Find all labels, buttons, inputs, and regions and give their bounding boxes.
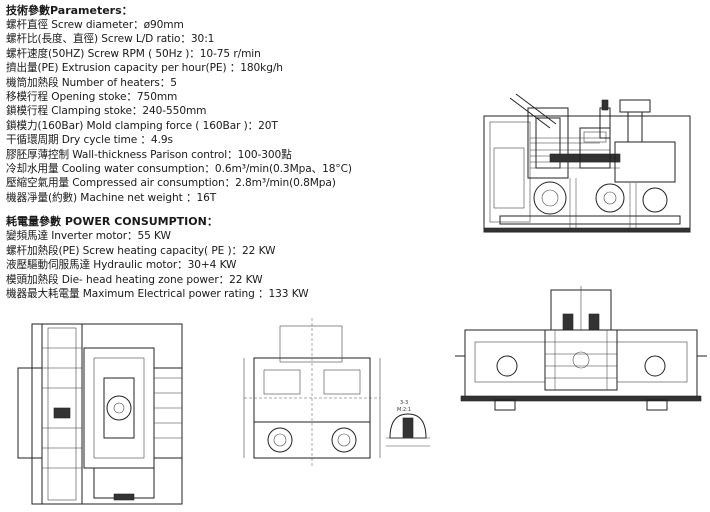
parameters-heading: 技術參數Parameters： xyxy=(6,4,133,17)
detail-note-scale: M:2:1 xyxy=(397,407,411,413)
machine-plan-view-drawing xyxy=(17,323,183,505)
param-extrusion-capacity: 擠出量(PE) Extrusion capacity per hour(PE) … xyxy=(6,62,283,75)
die-head-section-detail: 3-3 M:2:1 xyxy=(386,400,430,447)
power-list: 變頻馬達 Inverter motor：55 KW 螺杆加熱段(PE) Scre… xyxy=(6,229,486,301)
param-dry-cycle-time: 干循環周期 Dry cycle time ：4.9s xyxy=(6,134,173,147)
param-opening-stroke: 移模行程 Opening stoke：750mm xyxy=(6,91,178,104)
mold-detail-drawing: 3-3 M:2:1 xyxy=(243,318,430,468)
param-screw-rpm: 螺杆速度(50HZ) Screw RPM ( 50Hz )：10-75 r/mi… xyxy=(6,47,261,60)
param-compressed-air: 壓縮空氣用量 Compressed air consumption：2.8m³/… xyxy=(6,177,336,190)
power-die-head-heating: 模頭加熱段 Die- head heating zone power：22 KW xyxy=(6,273,263,286)
param-number-of-heaters: 機筒加熱段 Number of heaters：5 xyxy=(6,76,177,89)
power-inverter-motor: 變頻馬達 Inverter motor：55 KW xyxy=(6,230,171,243)
power-max-rating: 機器最大耗電量 Maximum Electrical power rating … xyxy=(6,287,309,300)
power-hydraulic-motor: 液壓驅動伺服馬達 Hydraulic motor：30+4 KW xyxy=(6,259,237,272)
param-parison-control: 膠胚厚薄控制 Wall-thickness Parison control：10… xyxy=(6,148,292,161)
param-screw-diameter: 螺杆直徑 Screw diameter：ø90mm xyxy=(6,19,184,31)
param-cooling-water: 冷却水用量 Cooling water consumption：0.6m³/mi… xyxy=(6,163,352,176)
machine-front-elevation-drawing xyxy=(455,286,707,411)
power-heading: 耗電量參數 POWER CONSUMPTION： xyxy=(6,215,218,229)
detail-note-section: 3-3 xyxy=(400,400,408,406)
param-mold-clamping-force: 鎖模力(160Bar) Mold clamping force ( 160Bar… xyxy=(6,119,278,132)
param-screw-ld-ratio: 螺杆比(長度、直徑) Screw L/D ratio：30:1 xyxy=(6,33,215,46)
specifications-block: 技術參數Parameters： 螺杆直徑 Screw diameter：ø90m… xyxy=(6,4,486,301)
machine-side-elevation-drawing xyxy=(483,93,691,233)
param-machine-weight: 機器凈量(約數) Machine net weight ：16T xyxy=(6,191,217,204)
param-clamping-stroke: 鎖模行程 Clamping stoke：240-550mm xyxy=(6,105,207,118)
parameters-list: 螺杆直徑 Screw diameter：ø90mm 螺杆比(長度、直徑) Scr… xyxy=(6,18,486,205)
power-screw-heating: 螺杆加熱段(PE) Screw heating capacity( PE )：2… xyxy=(6,244,276,257)
